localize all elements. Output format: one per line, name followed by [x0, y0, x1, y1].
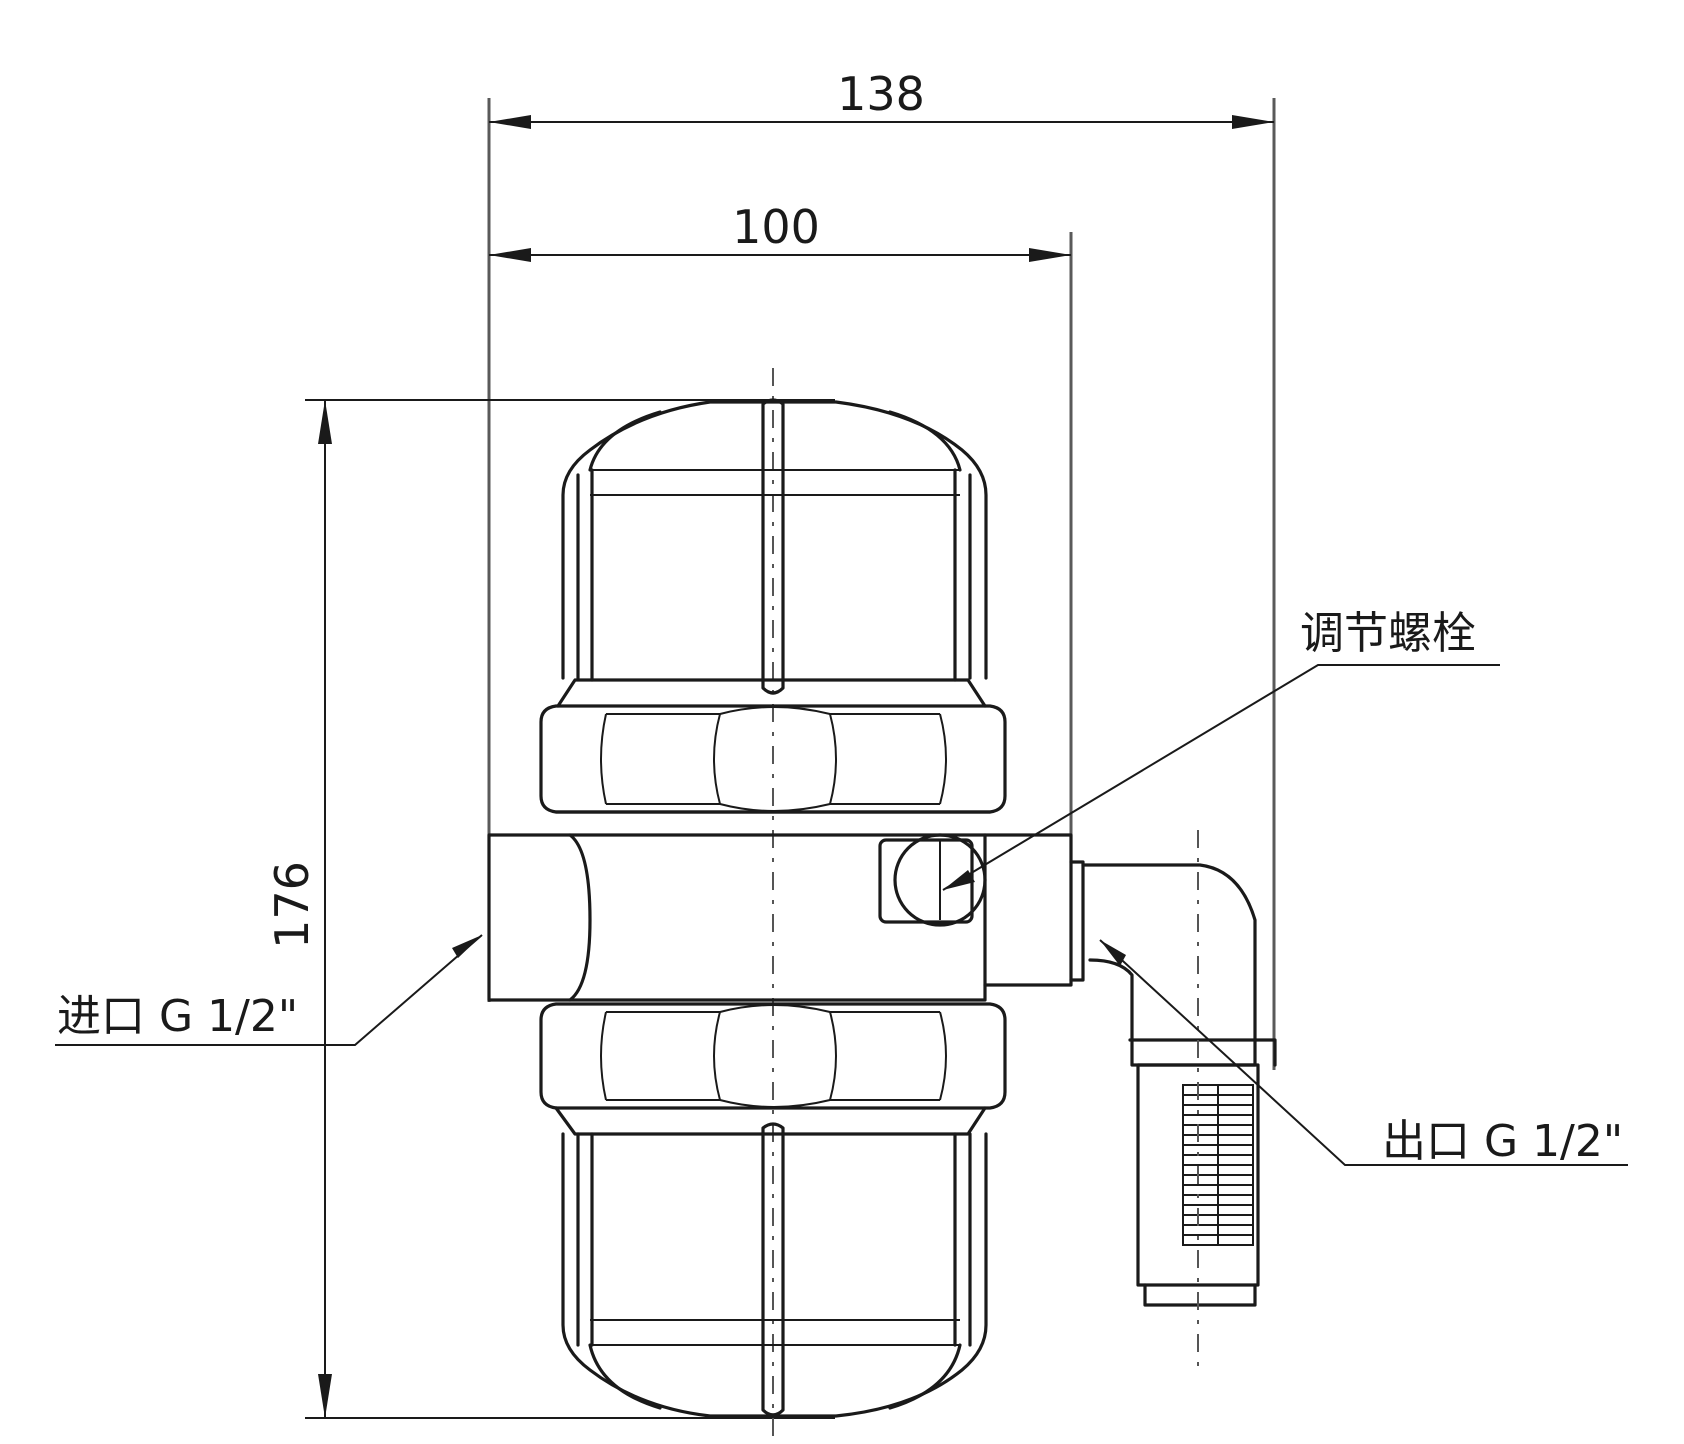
- upper-cap: [561, 400, 988, 680]
- callout-label-adjust-bolt: 调节螺栓: [1300, 608, 1476, 659]
- lower-hex-nut: [539, 1002, 1007, 1110]
- lower-rib: [761, 1122, 785, 1417]
- upper-rib: [761, 398, 785, 695]
- dimension-body-width: 100: [489, 200, 1071, 262]
- upper-hex-nut: [539, 704, 1007, 814]
- filter-screen: [1182, 1084, 1254, 1246]
- dimension-label-176: 176: [265, 861, 319, 949]
- dimension-height: 176: [265, 400, 332, 1418]
- lower-bowl: [561, 1132, 988, 1418]
- center-body: [487, 833, 592, 1002]
- adjust-bolt-head: [893, 833, 987, 927]
- callout-label-inlet: 进口 G 1/2": [57, 991, 298, 1042]
- callout-inlet: 进口 G 1/2": [55, 934, 483, 1046]
- dimension-label-100: 100: [732, 200, 820, 254]
- callout-label-outlet: 出口 G 1/2": [1382, 1116, 1623, 1167]
- valve-body: [487, 368, 1085, 1444]
- callout-outlet: 出口 G 1/2": [1099, 939, 1628, 1167]
- extension-lines: [305, 98, 1276, 1419]
- dimension-overall-width: 138: [489, 67, 1274, 129]
- callout-adjust-bolt: 调节螺栓: [942, 608, 1500, 891]
- outlet-elbow: [1081, 830, 1277, 1375]
- drain-housing: [1136, 1063, 1260, 1287]
- dimension-label-138: 138: [837, 67, 925, 121]
